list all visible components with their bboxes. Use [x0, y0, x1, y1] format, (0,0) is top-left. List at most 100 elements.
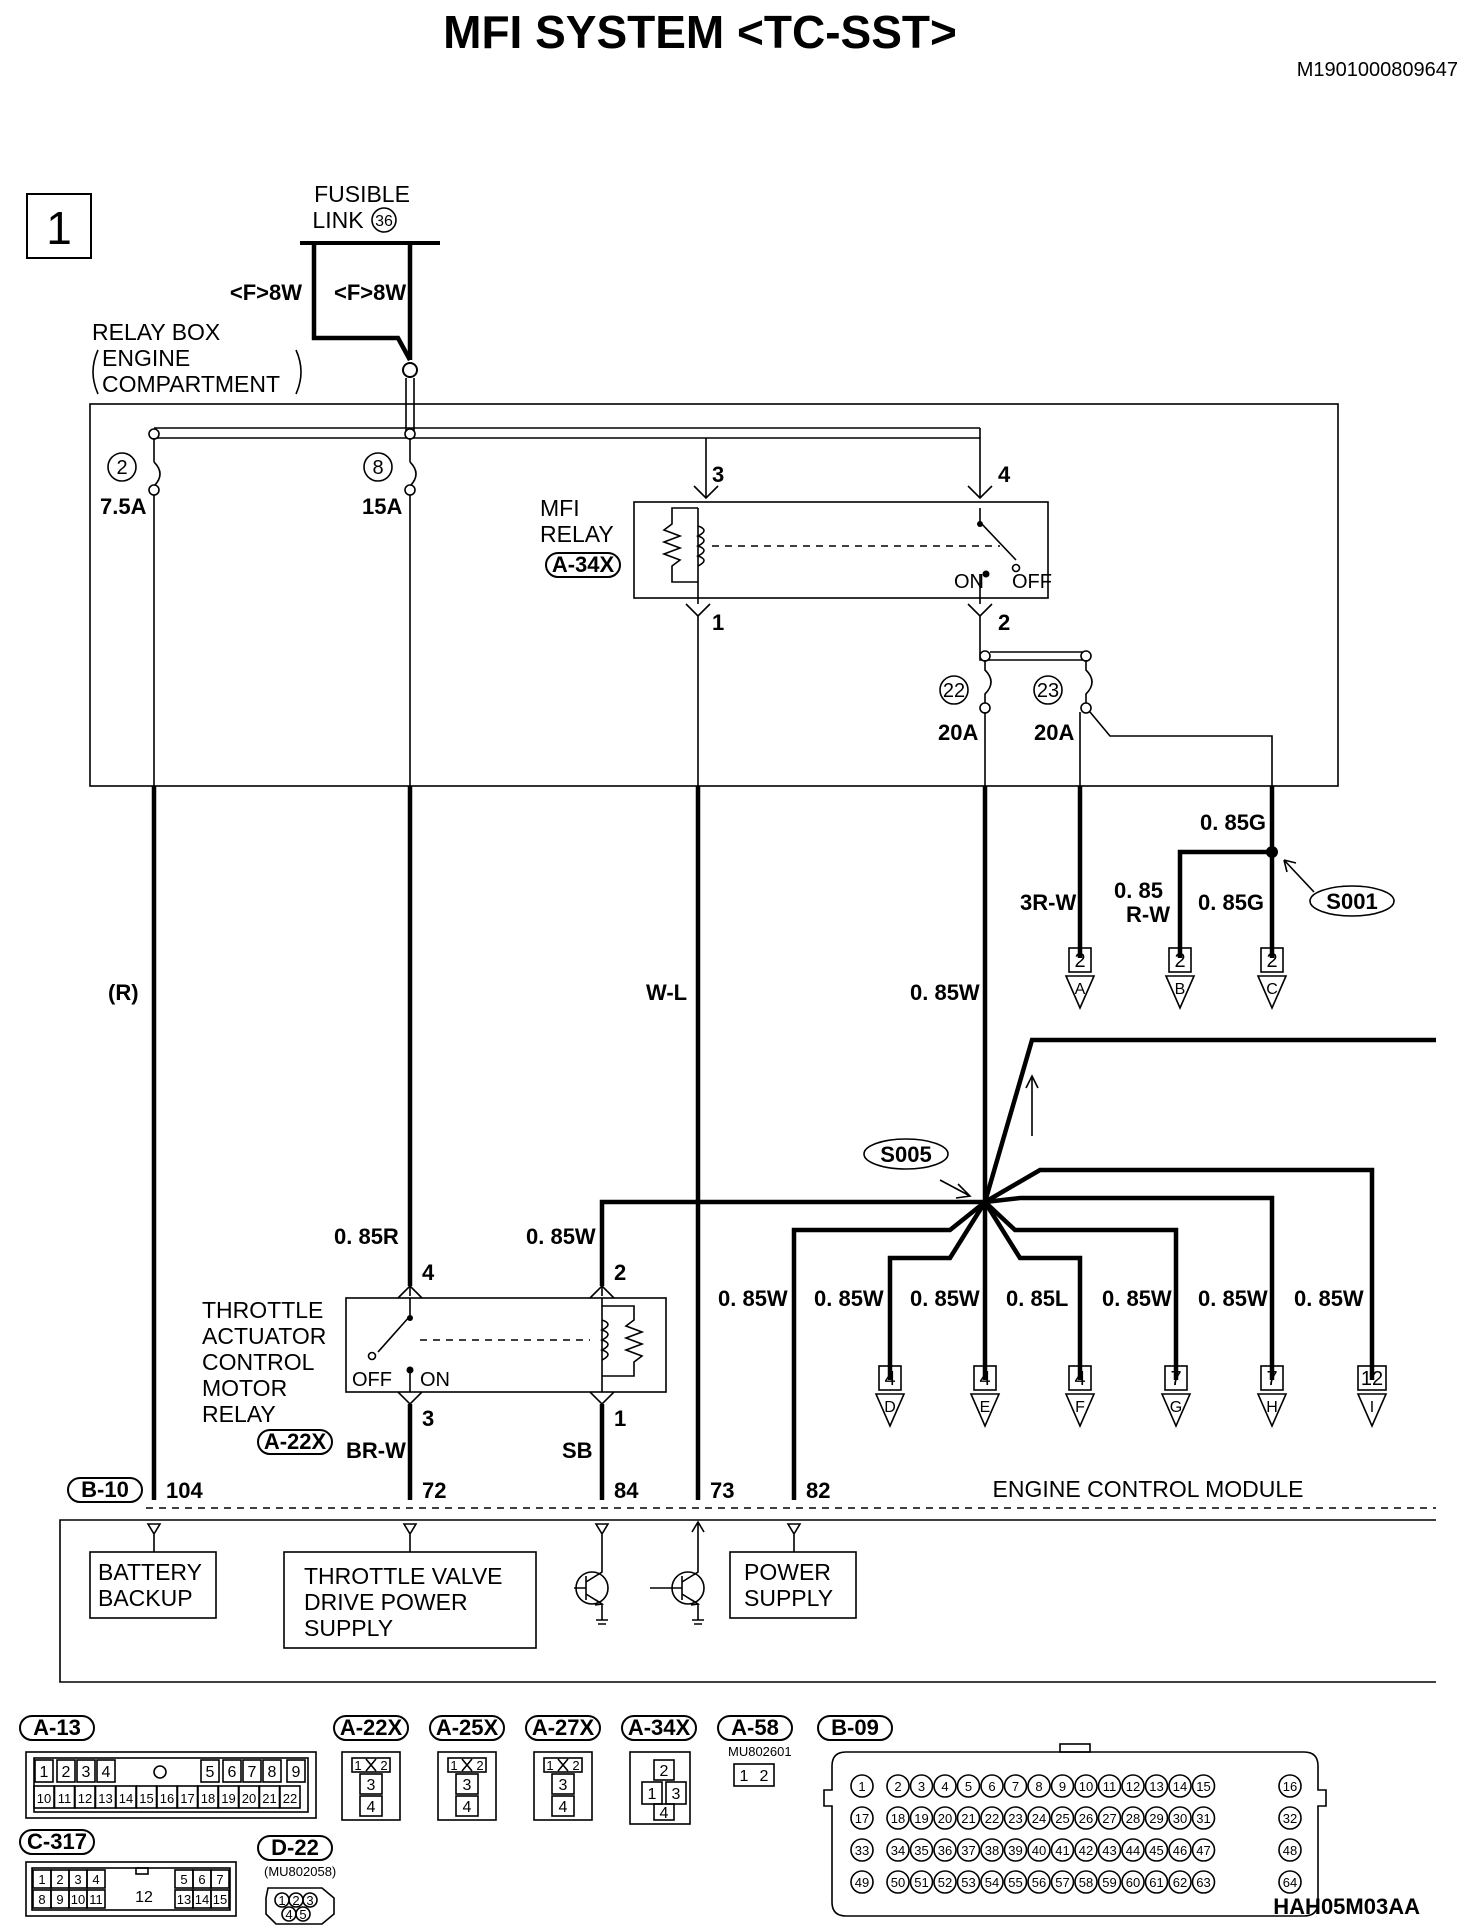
mfi-relay-pin-3: 3 — [712, 462, 724, 487]
b09-pin: 35 — [914, 1843, 928, 1858]
svg-text:D-22: D-22 — [271, 1835, 319, 1860]
ecm-pin-84: 84 — [614, 1478, 639, 1503]
fusible-link-label-1: FUSIBLE — [314, 181, 410, 207]
a13-pin: 2 — [62, 1764, 71, 1781]
svg-text:A-25X: A-25X — [436, 1715, 499, 1740]
a58-connector-view — [733, 1763, 775, 1787]
a13-pin: 12 — [78, 1791, 92, 1806]
ecm-pin-82: 82 — [806, 1478, 830, 1503]
relay-conn-pin: 2 — [476, 1758, 483, 1773]
wire-s005-82 — [791, 1200, 987, 1500]
splice-s005-arrow — [939, 1179, 972, 1199]
wire-s005-g — [983, 1200, 1179, 1380]
c317-pin: 7 — [216, 1872, 223, 1887]
relay-connector-view — [341, 1751, 401, 1821]
svg-text:B: B — [1175, 981, 1186, 998]
b09-pin: 34 — [891, 1843, 905, 1858]
bus-relay-out — [979, 616, 1086, 661]
b09-pin: 24 — [1032, 1811, 1046, 1826]
svg-text:B-09: B-09 — [831, 1715, 879, 1740]
d22-pin: 5 — [299, 1907, 306, 1922]
svg-text:4: 4 — [884, 1368, 895, 1390]
ecm-outline — [59, 1519, 1436, 1683]
wire-label-085w-e: 0. 85W — [910, 1286, 980, 1311]
splice-s001-arrow — [1283, 859, 1315, 893]
throttle-relay-code: A-22X — [264, 1429, 327, 1454]
b09-pin: 6 — [988, 1779, 995, 1794]
c317-pin: 3 — [74, 1872, 81, 1887]
fuse-2-number: 2 — [116, 457, 127, 479]
wire-label-r: (R) — [108, 980, 139, 1005]
svg-text:POWER: POWER — [744, 1559, 831, 1585]
svg-text:OFF: OFF — [352, 1369, 392, 1391]
fuse-23-number: 23 — [1037, 680, 1059, 702]
fuse-22: 22 20A — [938, 660, 992, 745]
b09-connector-view — [823, 1751, 1327, 1917]
b09-pin: 37 — [961, 1843, 975, 1858]
b09-pin: 26 — [1079, 1811, 1093, 1826]
wire-label-brw: BR-W — [346, 1438, 406, 1463]
b09-pin: 46 — [1173, 1843, 1187, 1858]
b09-pin: 53 — [961, 1875, 975, 1890]
svg-text:E: E — [980, 1399, 991, 1416]
connector-b: 2 B — [1164, 947, 1196, 1010]
wire-s005-f — [983, 1200, 1083, 1380]
b09-pin: 57 — [1055, 1875, 1069, 1890]
b09-pin: 55 — [1008, 1875, 1022, 1890]
relay-box-entry-terminal — [402, 362, 418, 378]
fuse-2-rating: 7.5A — [100, 494, 147, 519]
relay-box: RELAY BOX ENGINE COMPARTMENT — [89, 319, 1339, 787]
a34x-connector-view — [629, 1751, 691, 1825]
b09-pin: 64 — [1283, 1875, 1297, 1890]
a13-pin: 17 — [180, 1791, 194, 1806]
diagram-title: MFI SYSTEM <TC-SST> — [443, 6, 957, 58]
ecm-pin-73: 73 — [710, 1478, 734, 1503]
relay-conn-pin: 1 — [450, 1758, 457, 1773]
wire-fuse-23-thin — [1089, 711, 1273, 786]
svg-text:CONTROL: CONTROL — [202, 1349, 315, 1375]
c317-pin: 13 — [177, 1892, 191, 1907]
wire-085g-split — [1177, 786, 1275, 958]
b09-pin: 12 — [1126, 1779, 1140, 1794]
connector-h: 7 H — [1256, 1365, 1288, 1428]
svg-text:H: H — [1266, 1399, 1278, 1416]
a13-pin: 3 — [82, 1764, 91, 1781]
connector-c: 2 C — [1256, 947, 1288, 1010]
a13-pin: 4 — [102, 1764, 111, 1781]
b09-pin: 51 — [914, 1875, 928, 1890]
c317-pin: 15 — [213, 1892, 227, 1907]
b09-pin: 49 — [855, 1875, 869, 1890]
relay-box-label-3: COMPARTMENT — [102, 371, 280, 397]
b09-pin: 41 — [1055, 1843, 1069, 1858]
power-supply-box — [729, 1551, 857, 1619]
connector-a: 2 A — [1064, 947, 1096, 1010]
relay-conn-pin: 1 — [546, 1758, 553, 1773]
a13-pin: 9 — [292, 1764, 301, 1781]
b09-pin: 10 — [1079, 1779, 1093, 1794]
b09-pin: 23 — [1008, 1811, 1022, 1826]
a13-pin: 7 — [248, 1764, 257, 1781]
mfi-relay-code: A-34X — [552, 552, 615, 577]
mfi-relay-code-pill — [545, 552, 621, 578]
svg-text:F: F — [1075, 1399, 1085, 1416]
b09-pin: 45 — [1149, 1843, 1163, 1858]
svg-text:2: 2 — [760, 1768, 769, 1785]
wire-s005-h — [984, 1195, 1275, 1380]
svg-text:C: C — [1266, 981, 1278, 998]
a13-pin: 6 — [228, 1764, 237, 1781]
b09-pin: 40 — [1032, 1843, 1046, 1858]
a13-connector-view — [25, 1751, 317, 1819]
b09-pin: 11 — [1103, 1779, 1117, 1794]
svg-text:12: 12 — [1361, 1368, 1383, 1390]
throttle-actuator-relay: THROTTLE ACTUATOR CONTROL MOTOR RELAY A-… — [202, 1260, 667, 1455]
c317-pin: 5 — [180, 1872, 187, 1887]
mfi-relay-off: OFF — [1012, 571, 1052, 593]
b09-pin: 32 — [1283, 1811, 1297, 1826]
relay-conn-pin: 2 — [380, 1758, 387, 1773]
fusible-link-number: 36 — [375, 213, 393, 230]
document-id: M1901000809647 — [1297, 59, 1458, 81]
c317-pin: 2 — [56, 1872, 63, 1887]
mfi-relay-pin-2: 2 — [998, 610, 1010, 635]
a13-pin: 19 — [221, 1791, 235, 1806]
